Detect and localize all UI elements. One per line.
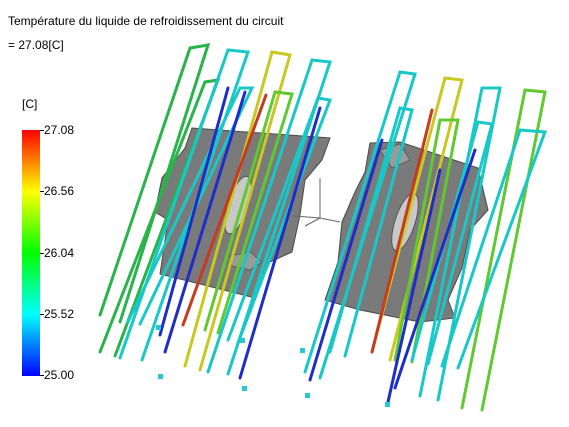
legend-tick-label: 25.52: [44, 307, 75, 321]
max-value-readout: = 27.08[C]: [8, 38, 64, 52]
legend-tick-label: 25.00: [44, 368, 75, 382]
legend-tick-mark: [40, 130, 44, 131]
legend-tick-label: 26.56: [44, 184, 75, 198]
legend-tick-mark: [40, 314, 44, 315]
axis-triad: [293, 178, 341, 227]
legend-tick-mark: [40, 375, 44, 376]
legend-tick-mark: [40, 191, 44, 192]
plot-title: Température du liquide de refroidissemen…: [8, 14, 284, 28]
cooling-channels: [98, 43, 548, 412]
legend-tick-mark: [40, 253, 44, 254]
color-scale-bar: [22, 130, 40, 376]
channel-inlets: [156, 325, 390, 407]
legend-tick-label: 26.04: [44, 246, 75, 260]
legend-unit: [C]: [22, 97, 38, 111]
legend-tick-label: 27.08: [44, 123, 75, 137]
